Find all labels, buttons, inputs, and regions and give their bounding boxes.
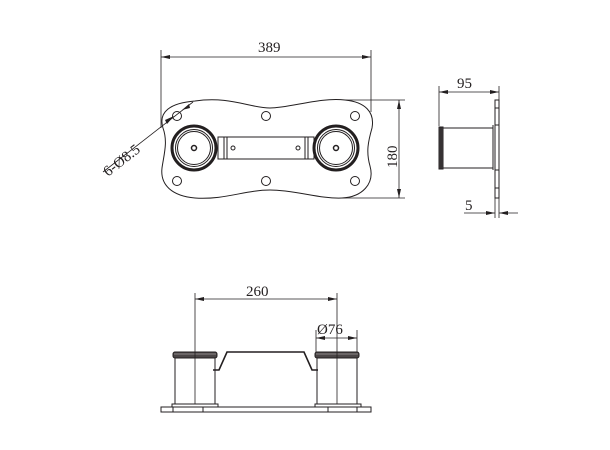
dim-center-distance: 260 (195, 284, 337, 301)
dim-diameter-label: Ø76 (317, 322, 343, 338)
top-view: 389 180 6-Ø8.5 (101, 40, 405, 199)
bridge-bracket (217, 136, 315, 160)
dim-95-label: 95 (457, 76, 472, 92)
hole-icon (350, 111, 360, 121)
hole-icon (261, 176, 271, 186)
dim-thickness: 5 (464, 198, 518, 218)
dim-holes-label: 6-Ø8.5 (101, 142, 144, 181)
bridge-profile (213, 351, 318, 371)
dim-overall-length: 389 (160, 40, 372, 128)
dim-389-label: 389 (258, 40, 281, 56)
dim-depth: 95 (438, 76, 500, 126)
dim-tube-diameter: Ø76 (315, 322, 358, 352)
dim-overall-width: 180 (342, 99, 405, 199)
side-view: 95 5 (438, 76, 518, 218)
left-tube-top (170, 124, 218, 172)
hole-icon (172, 111, 182, 121)
hole-icon (172, 176, 182, 186)
mounting-holes (172, 111, 360, 186)
right-tube-top (312, 124, 360, 172)
dim-180-label: 180 (385, 146, 401, 169)
hole-icon (350, 176, 360, 186)
dim-260-label: 260 (246, 284, 269, 300)
front-view: 260 Ø76 (160, 284, 372, 413)
dim-5-label: 5 (465, 198, 473, 214)
hole-icon (261, 111, 271, 121)
